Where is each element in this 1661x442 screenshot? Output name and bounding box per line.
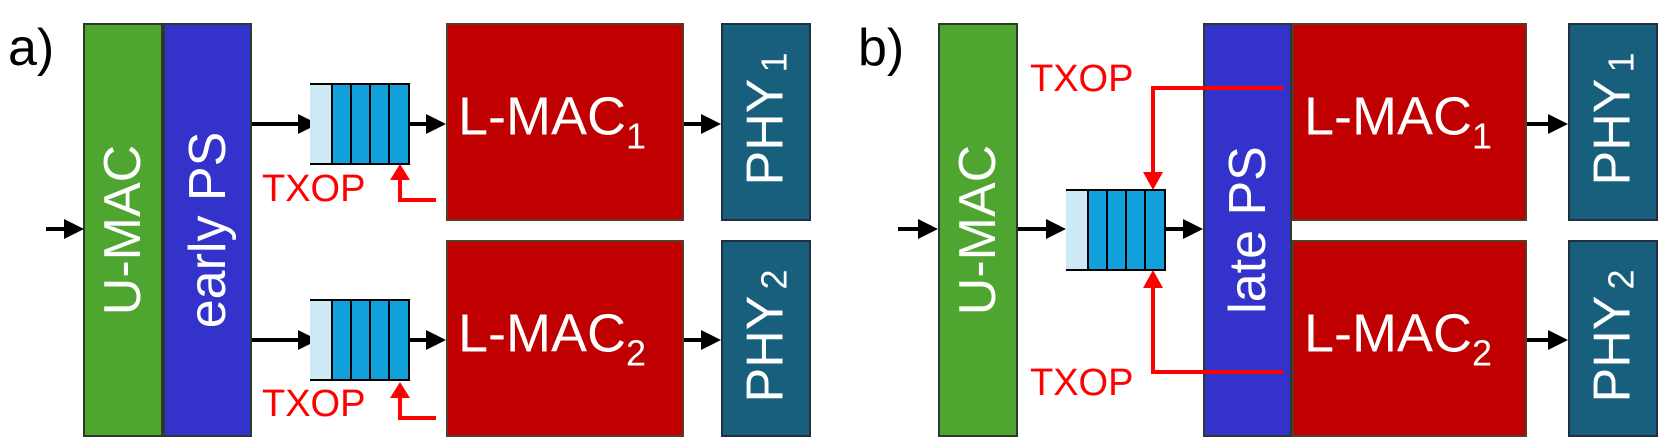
panel-b-label: b) — [858, 19, 905, 77]
panel-a-phy2-block: PHY2 — [721, 240, 811, 437]
panel-a-lmac1-block: L-MAC1 — [446, 23, 684, 221]
panel-b-umac-to-queue-arrow — [1018, 219, 1066, 239]
panel-a-txop-bottom-label: TXOP — [262, 383, 366, 425]
panel-b-late-ps-block: late PS — [1203, 23, 1292, 437]
panel-a-queue2 — [310, 299, 410, 381]
panel-b-lmac1-to-phy1-arrow — [1527, 114, 1568, 134]
panel-b-txop-top-label: TXOP — [1030, 58, 1134, 100]
panel-a-txop-top-arrow — [390, 164, 436, 202]
panel-a-lmac2-label: L-MAC2 — [458, 303, 647, 373]
panel-b-phy1-block: PHY1 — [1568, 23, 1658, 221]
panel-a-queue2-to-lmac2-arrow — [410, 330, 446, 350]
panel-a-umac-block: U-MAC — [83, 23, 163, 437]
panel-b-lmac2-to-phy2-arrow — [1527, 330, 1568, 350]
panel-b-lmac1-block: L-MAC1 — [1292, 23, 1527, 221]
panel-b-queue-to-ps-arrow — [1166, 219, 1203, 239]
panel-b-lmac2-label: L-MAC2 — [1304, 303, 1493, 373]
panel-b-lmac1-label: L-MAC1 — [1304, 86, 1493, 157]
panel-b-phy2-block: PHY2 — [1568, 240, 1658, 437]
panel-b-txop-bottom-label: TXOP — [1030, 362, 1134, 404]
panel-a-phy1-block: PHY1 — [721, 23, 811, 221]
panel-b-queue — [1066, 189, 1166, 271]
panel-a-input-arrow — [46, 219, 84, 239]
panel-a-label: a) — [8, 19, 55, 77]
panel-a-lmac2-to-phy2-arrow — [684, 330, 721, 350]
panel-a-lmac1-label: L-MAC1 — [458, 86, 647, 157]
panel-a-txop-top-label: TXOP — [262, 168, 366, 210]
panel-b-input-arrow — [898, 219, 938, 239]
panel-b-txop-top-arrow — [1143, 86, 1283, 190]
panel-a-lmac1-to-phy1-arrow — [684, 114, 721, 134]
panel-a-queue1-to-lmac1-arrow — [410, 114, 446, 134]
panel-a-early-ps-block: early PS — [163, 23, 252, 437]
panel-a-queue1 — [310, 83, 410, 165]
panel-a-lmac2-block: L-MAC2 — [446, 240, 684, 437]
panel-a-txop-bottom-arrow — [390, 382, 436, 420]
panel-b-txop-bottom-arrow — [1143, 270, 1283, 374]
panel-b-lmac2-block: L-MAC2 — [1292, 240, 1527, 437]
panel-a-ps-to-queue2-arrow — [252, 330, 318, 350]
panel-b-umac-block: U-MAC — [938, 23, 1018, 437]
panel-a-ps-to-queue1-arrow — [252, 114, 318, 134]
